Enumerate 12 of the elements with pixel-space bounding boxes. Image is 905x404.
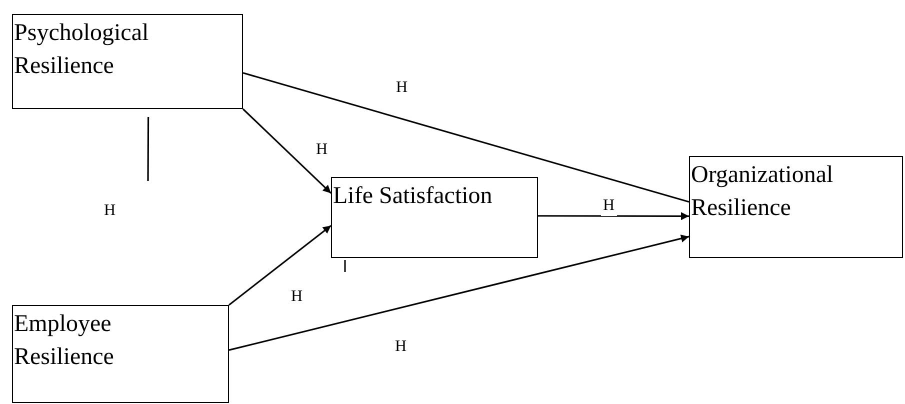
arrow	[242, 108, 332, 194]
variable-name: Life Satisfaction	[333, 182, 493, 211]
arrow	[538, 212, 689, 220]
variable-name: Employee Resilience	[14, 310, 115, 372]
variable-name: Psychological Resilience	[14, 19, 150, 81]
arrow	[228, 224, 332, 306]
arrow	[228, 234, 690, 351]
variable-box	[331, 177, 538, 258]
variable-box	[12, 305, 229, 403]
variable-name: Organizational Resilience	[691, 161, 834, 223]
variable-box	[12, 14, 243, 109]
variable-box	[689, 156, 903, 258]
